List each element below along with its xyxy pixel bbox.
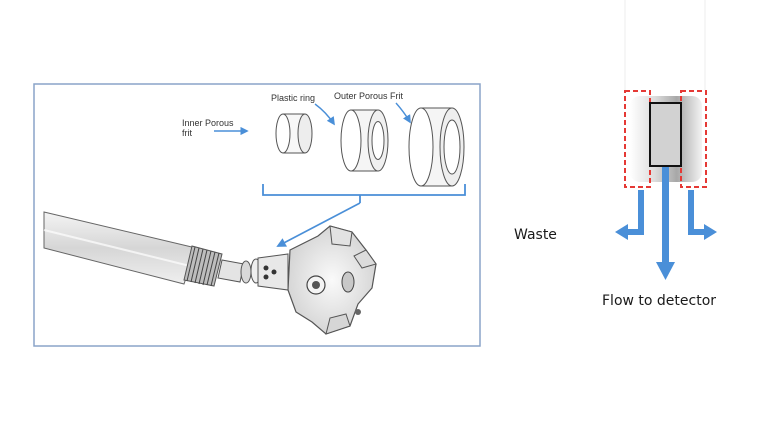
label-flow-to-detector: Flow to detector (602, 293, 716, 309)
label-waste: Waste (514, 227, 557, 243)
knob-end-fitting (287, 225, 377, 335)
waste-arrow-left (615, 190, 644, 240)
threaded-fitting (183, 245, 223, 287)
outer-porous-frit (408, 107, 465, 187)
label-outer-porous-frit: Outer Porous Frit (334, 91, 404, 101)
arrow-assembly (276, 202, 361, 247)
label-inner-porous-frit-line2: frit (182, 128, 192, 138)
inner-frit-center (649, 102, 682, 167)
inner-porous-frit (275, 113, 313, 154)
grouping-bracket (262, 184, 466, 203)
label-plastic-ring: Plastic ring (271, 93, 315, 103)
column-body (43, 211, 197, 285)
flow-to-detector-arrow (656, 167, 675, 280)
label-inner-porous-frit-line1: Inner Porous (182, 118, 234, 128)
panel-frame (33, 83, 481, 347)
waste-arrow-right (688, 190, 717, 240)
arrow-plastic-ring (314, 103, 335, 126)
exploded-view-panel: Inner Porous frit Plastic ring Outer Por… (33, 83, 481, 347)
plastic-ring (340, 109, 389, 172)
flow-schematic-panel: Waste Flow to detector (514, 0, 717, 309)
adapter-neck (217, 253, 289, 291)
arrow-outer-frit (395, 102, 411, 124)
